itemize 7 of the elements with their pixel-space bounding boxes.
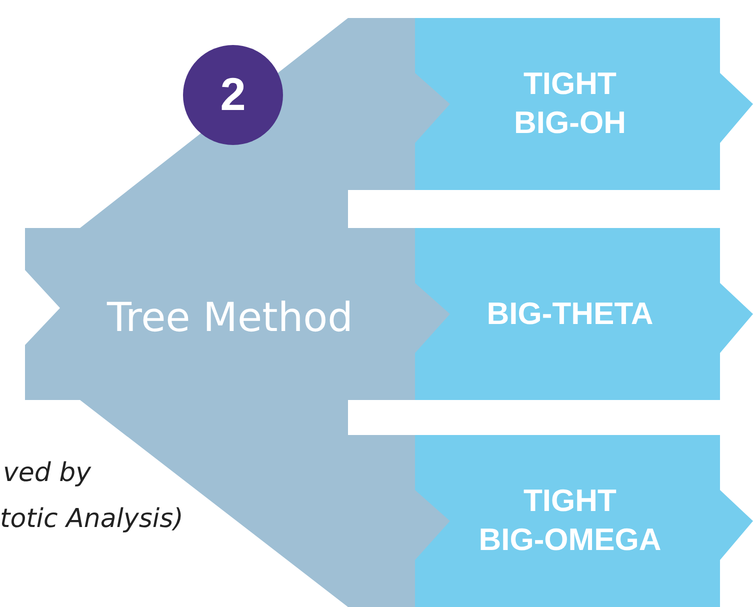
box-label: TIGHT BIG-OMEGA — [478, 482, 662, 559]
box-label: TIGHT BIG-OH — [513, 65, 627, 142]
box-label: BIG-THETA — [486, 294, 654, 333]
node-label: Tree Method — [106, 294, 354, 343]
badge-number: 2 — [220, 67, 246, 122]
note-text: totic Analysis) — [0, 504, 184, 534]
note-text: ved by — [3, 458, 92, 488]
